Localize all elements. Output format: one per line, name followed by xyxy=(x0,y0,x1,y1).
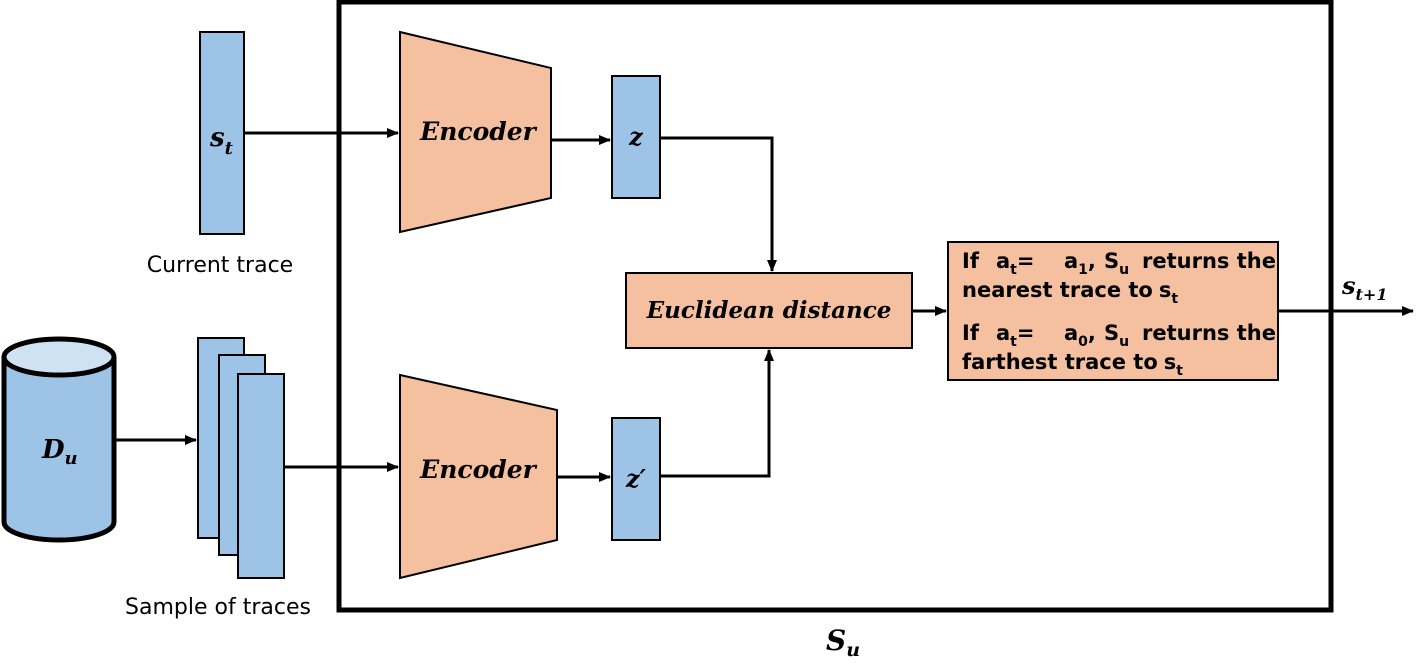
euclidean-distance-box xyxy=(625,272,913,349)
z-prime-vector xyxy=(611,417,661,541)
encoder-bottom xyxy=(399,373,558,580)
su-caption: Su xyxy=(826,624,860,660)
current-trace-label: Current trace xyxy=(147,253,293,278)
encoder-bottom-label: Encoder xyxy=(419,455,538,484)
rule-box xyxy=(947,241,1279,381)
encoder-top xyxy=(399,30,552,234)
output-label: st+1 xyxy=(1341,271,1387,304)
z-label: z xyxy=(628,122,644,151)
arrow-z-to-euclidean xyxy=(660,136,777,272)
du-database xyxy=(1,336,117,543)
euclidean-distance-label: Euclidean distance xyxy=(646,297,892,324)
z-prime-label: z′ xyxy=(625,464,647,493)
arrow-z-prime-to-euclidean xyxy=(660,349,774,478)
sample-trace-3 xyxy=(237,373,285,579)
du-label: Du xyxy=(41,435,78,469)
su-frame xyxy=(336,0,1334,613)
sample-of-traces-label: Sample of traces xyxy=(125,595,311,620)
encoder-top-label: Encoder xyxy=(419,117,538,146)
st-vector xyxy=(199,31,245,235)
z-vector xyxy=(611,75,661,199)
st-label: st xyxy=(209,123,234,159)
